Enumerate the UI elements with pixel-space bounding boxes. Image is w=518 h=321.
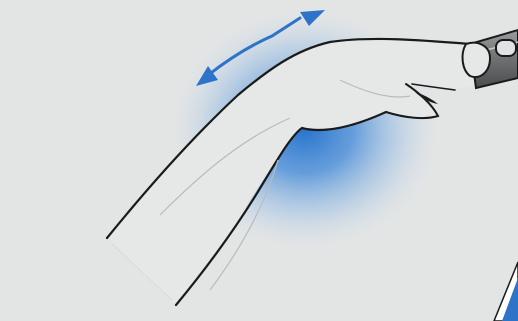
hand-icon	[105, 37, 486, 307]
corner-badge-icon	[493, 261, 518, 321]
phone-device-icon	[461, 28, 518, 90]
double-arrow-icon	[196, 10, 325, 86]
